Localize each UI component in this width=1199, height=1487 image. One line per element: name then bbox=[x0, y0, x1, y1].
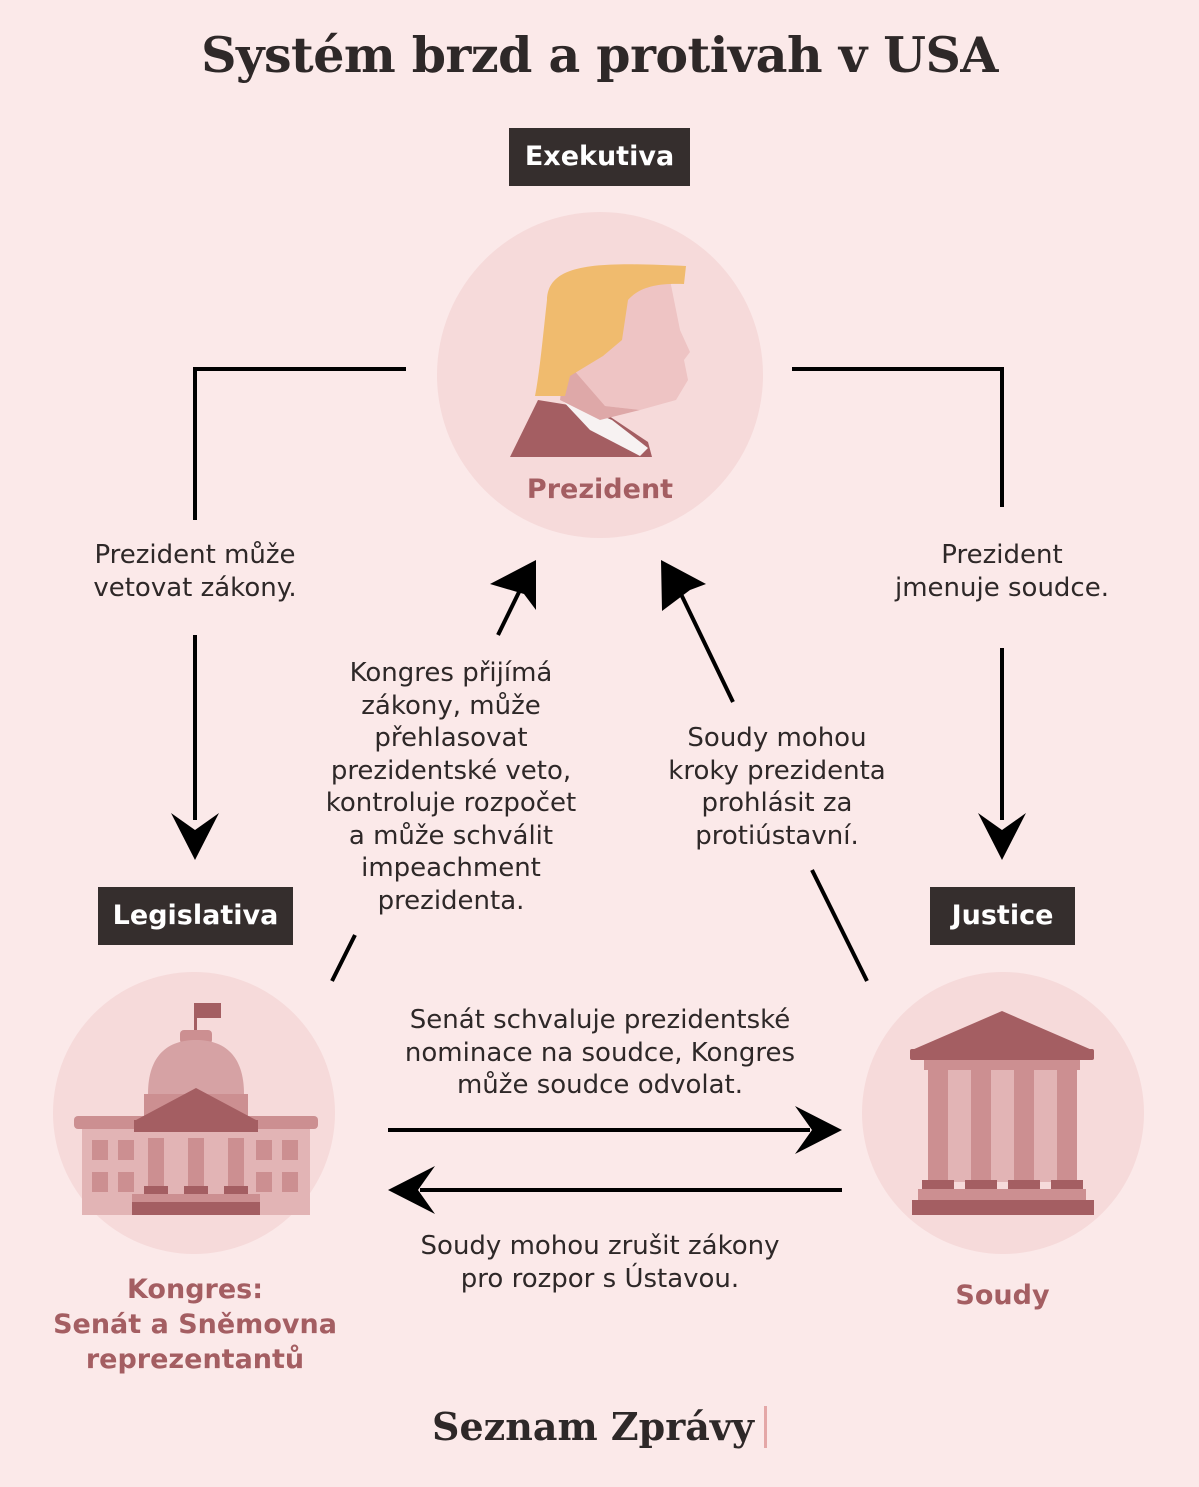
congress-to-president-arrow bbox=[330, 589, 522, 982]
veto-arrowhead bbox=[171, 813, 219, 860]
note-courts-on-laws: Soudy mohou zrušit zákony pro rozpor s Ú… bbox=[385, 1230, 815, 1295]
note-president-appoints: Prezident jmenuje soudce. bbox=[862, 539, 1142, 604]
note-courts-on-president: Soudy mohou kroky prezidenta prohlásit z… bbox=[642, 722, 912, 852]
note-line: protiústavní. bbox=[695, 820, 859, 851]
president-label: Prezident bbox=[526, 474, 674, 505]
veto-connector-arrow bbox=[193, 367, 406, 820]
note-line: kontroluje rozpočet bbox=[325, 788, 577, 818]
note-senate-on-judges: Senát schvaluje prezidentské nominace na… bbox=[370, 1004, 830, 1102]
note-congress-powers: Kongres přijímá zákony, může přehlasovat… bbox=[300, 657, 602, 917]
capitol-building-icon bbox=[74, 1003, 318, 1215]
note-line: pro rozpor s Ústavou. bbox=[460, 1263, 740, 1294]
congress-label-line: Senát a Sněmovna bbox=[53, 1309, 337, 1340]
note-line: jmenuje soudce. bbox=[895, 572, 1109, 603]
appoint-arrowhead bbox=[978, 813, 1026, 860]
note-line: impeachment bbox=[361, 853, 541, 883]
legislative-to-judicial-arrowhead bbox=[795, 1106, 842, 1154]
brand-bar bbox=[764, 1406, 767, 1448]
congress-label: Kongres: Senát a Sněmovna reprezentantů bbox=[20, 1272, 370, 1377]
note-line: zákony, může bbox=[361, 690, 541, 721]
executive-tag: Exekutiva bbox=[509, 128, 690, 186]
judicial-tag: Justice bbox=[930, 887, 1075, 945]
brand-logo: Seznam Zprávy bbox=[0, 1404, 1199, 1449]
note-line: Soudy mohou bbox=[687, 723, 867, 753]
courts-arrowhead bbox=[661, 560, 706, 611]
note-line: Kongres přijímá bbox=[349, 658, 553, 688]
appoint-connector-arrow bbox=[792, 367, 1004, 820]
note-line: Senát schvaluje prezidentské bbox=[409, 1005, 791, 1035]
note-line: prezidentské veto, bbox=[330, 755, 572, 786]
congress-arrowhead bbox=[490, 560, 536, 610]
president-profile-icon bbox=[510, 264, 690, 457]
note-line: prezidenta. bbox=[377, 885, 525, 916]
note-line: prohlásit za bbox=[701, 788, 853, 818]
note-line: Prezident může bbox=[94, 540, 296, 570]
brand-name: Seznam Zprávy bbox=[432, 1404, 754, 1449]
note-line: a může schválit bbox=[348, 820, 554, 851]
note-line: přehlasovat bbox=[374, 723, 528, 753]
page-title: Systém brzd a protivah v USA bbox=[201, 26, 998, 84]
note-president-vetoes: Prezident může vetovat zákony. bbox=[45, 539, 345, 604]
courts-to-president-arrow bbox=[678, 591, 869, 982]
courthouse-icon bbox=[910, 1011, 1094, 1215]
note-line: Prezident bbox=[941, 540, 1063, 570]
congress-label-line: Kongres: bbox=[126, 1274, 264, 1305]
note-line: nominace na soudce, Kongres bbox=[404, 1037, 796, 1068]
courts-label: Soudy bbox=[955, 1280, 1050, 1311]
legislative-tag: Legislativa bbox=[98, 887, 293, 945]
note-line: vetovat zákony. bbox=[93, 572, 297, 603]
judicial-to-legislative-arrowhead bbox=[388, 1166, 435, 1214]
note-line: kroky prezidenta bbox=[668, 755, 886, 786]
note-line: může soudce odvolat. bbox=[456, 1070, 744, 1100]
congress-label-line: reprezentantů bbox=[85, 1344, 305, 1375]
note-line: Soudy mohou zrušit zákony bbox=[420, 1231, 780, 1261]
